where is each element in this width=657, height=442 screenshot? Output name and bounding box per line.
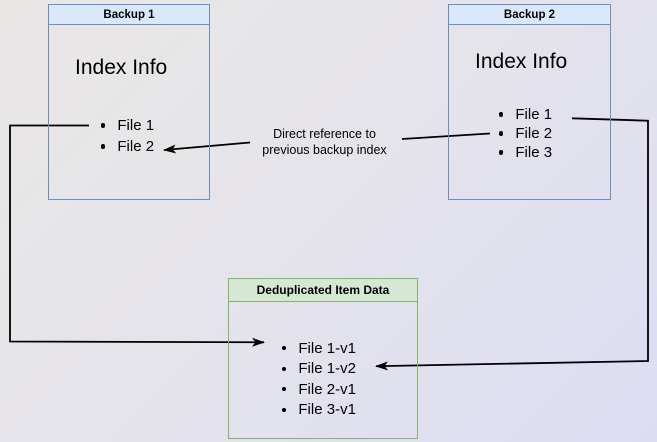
edge-label: Direct reference to previous backup inde… <box>244 126 405 158</box>
list-item: File 1 <box>101 115 154 136</box>
file-label: File 2 <box>515 125 553 142</box>
edge-label-line2: previous backup index <box>262 143 387 157</box>
backup1-header: Backup 1 <box>49 5 209 25</box>
file-label: File 3 <box>515 144 553 161</box>
backup2-box: Backup 2 Index Info File 1 File 2 File 3 <box>448 4 611 200</box>
backup2-index-info-label: Index Info <box>475 50 568 73</box>
list-item: File 1 <box>499 105 552 124</box>
bullet-icon <box>101 144 106 149</box>
file-label: File 3-v1 <box>298 401 356 419</box>
bullet-icon <box>499 112 504 117</box>
backup1-title: Backup 1 <box>103 8 155 21</box>
file-label: File 1 <box>117 117 155 134</box>
backup1-index-info-label: Index Info <box>75 56 168 79</box>
list-item: File 3-v1 <box>282 400 356 421</box>
bullet-icon <box>282 346 287 351</box>
dedup-file-list: File 1-v1 File 1-v2 File 2-v1 File 3-v1 <box>282 338 356 420</box>
bullet-icon <box>499 131 504 136</box>
file-label: File 1-v1 <box>298 339 356 357</box>
backup1-file-list: File 1 File 2 <box>101 115 154 157</box>
edge-label-line1: Direct reference to <box>273 127 376 141</box>
bullet-icon <box>101 123 106 128</box>
bullet-icon <box>282 366 287 371</box>
dedup-box: Deduplicated Item Data File 1-v1 File 1-… <box>228 278 418 439</box>
file-label: File 2 <box>117 138 155 155</box>
backup1-box: Backup 1 Index Info File 1 File 2 <box>48 4 210 200</box>
list-item: File 1-v2 <box>282 359 356 380</box>
backup2-title: Backup 2 <box>503 8 556 21</box>
list-item: File 1-v1 <box>282 338 356 359</box>
file-label: File 1-v2 <box>298 360 356 378</box>
list-item: File 2-v1 <box>282 379 356 400</box>
backup2-file-list: File 1 File 2 File 3 <box>499 105 552 162</box>
backup2-header: Backup 2 <box>449 5 610 25</box>
dedup-header: Deduplicated Item Data <box>229 279 417 302</box>
bullet-icon <box>282 387 287 392</box>
list-item: File 2 <box>101 136 154 157</box>
dedup-title: Deduplicated Item Data <box>256 283 390 297</box>
list-item: File 2 <box>499 124 552 143</box>
bullet-icon <box>499 150 504 155</box>
list-item: File 3 <box>499 143 552 162</box>
file-label: File 1 <box>515 106 553 123</box>
file-label: File 2-v1 <box>298 380 356 398</box>
bullet-icon <box>282 407 287 412</box>
